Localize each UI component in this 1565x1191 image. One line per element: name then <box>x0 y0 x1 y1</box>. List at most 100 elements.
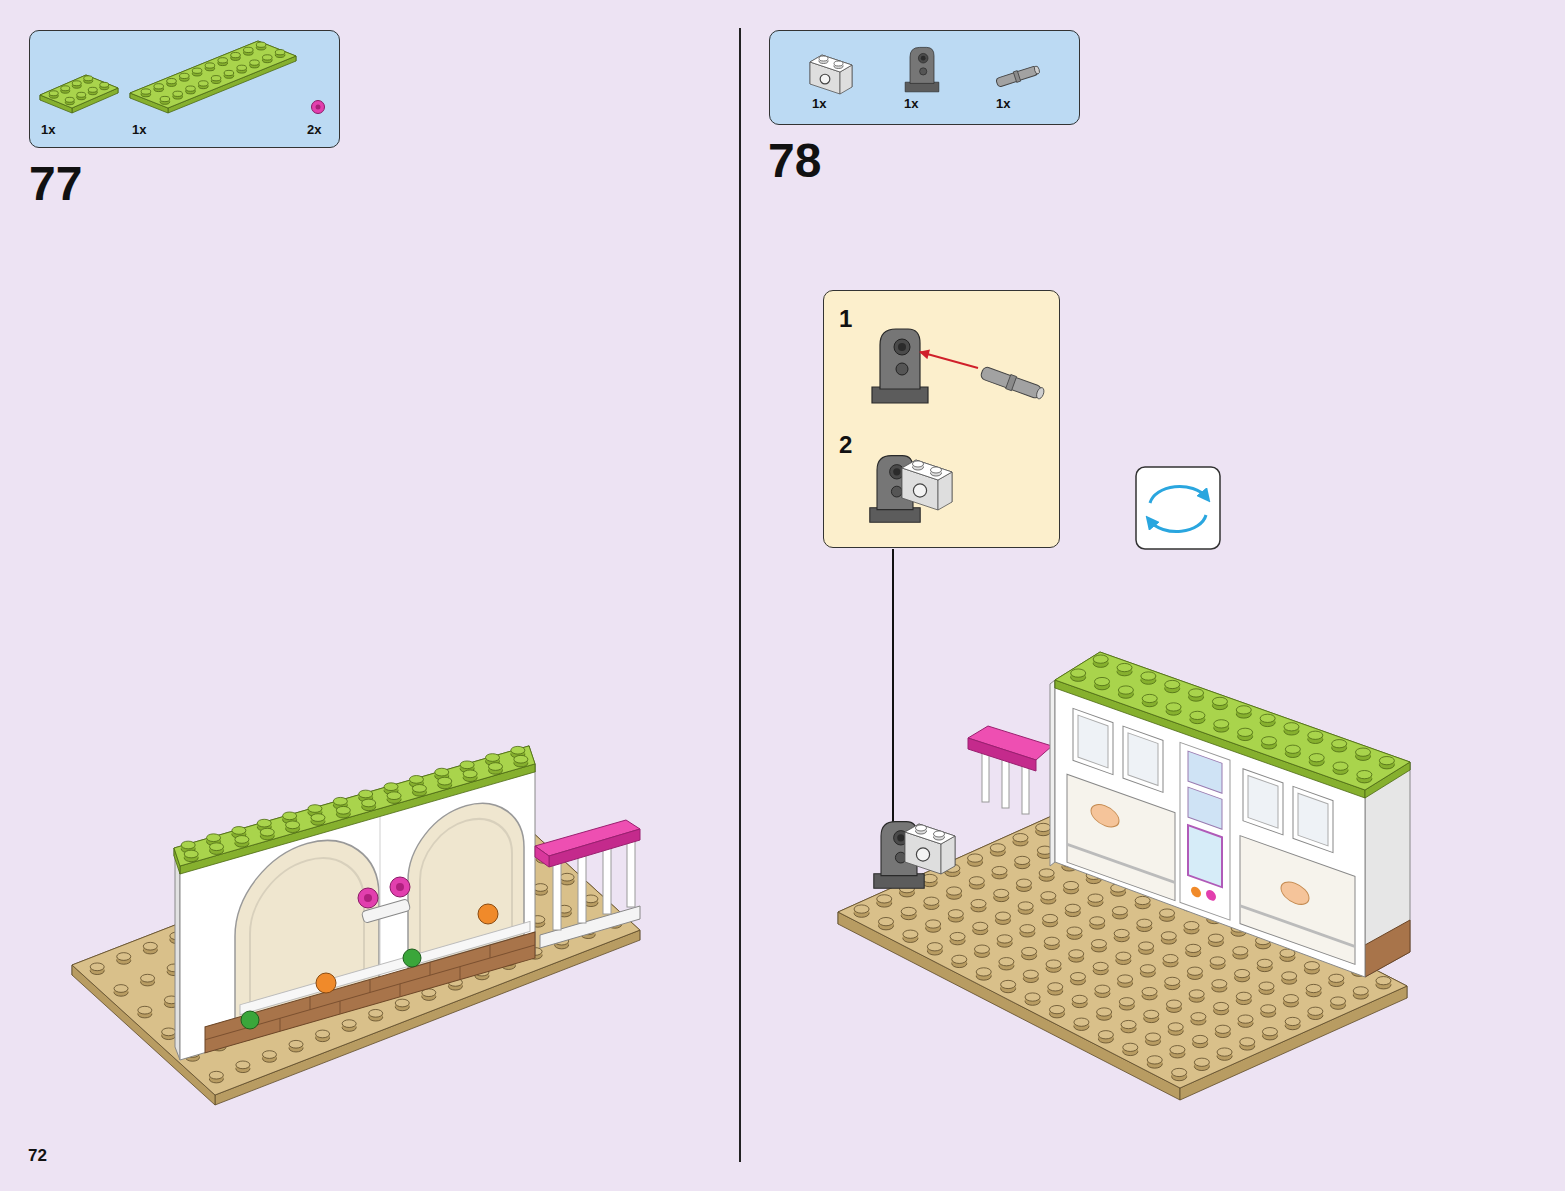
stud <box>1280 949 1295 961</box>
drawing-part <box>308 805 322 813</box>
drawing-part <box>992 867 1007 875</box>
stud <box>1046 960 1061 972</box>
stud <box>1039 869 1054 881</box>
drawing-part <box>1214 1002 1229 1010</box>
drawing-part <box>1168 1023 1183 1031</box>
drawing-part <box>1233 947 1248 955</box>
drawing-part <box>1013 834 1028 842</box>
stud <box>1018 902 1033 914</box>
drawing-part <box>1044 937 1059 945</box>
top-plate-78 <box>1055 652 1410 798</box>
drawing-part <box>924 897 939 905</box>
bracket-upright <box>880 329 920 389</box>
stud <box>1141 672 1156 684</box>
flower-piece <box>312 101 325 114</box>
pin-body <box>980 366 1043 399</box>
drawing-part <box>409 776 423 784</box>
stud <box>931 467 942 476</box>
drawing-part <box>1070 973 1085 981</box>
part-quantity: 2x <box>307 123 321 137</box>
lime-plate-2x10 <box>130 41 296 113</box>
page-divider <box>739 28 741 1162</box>
drawing-part <box>1240 836 1355 965</box>
drawing-part <box>209 1071 223 1079</box>
stud <box>184 850 198 862</box>
stud <box>1166 1000 1181 1012</box>
stud <box>117 953 131 965</box>
axle-hole <box>921 56 926 61</box>
drawing-part <box>263 55 273 60</box>
drawing-part <box>141 974 155 982</box>
stud <box>1208 934 1223 946</box>
stud <box>1023 970 1038 982</box>
drawing-part <box>1298 793 1328 846</box>
stud <box>1118 686 1133 698</box>
stud <box>934 831 945 840</box>
drawing-part <box>1020 925 1035 933</box>
stud <box>1048 983 1063 995</box>
drawing-part <box>1067 844 1175 882</box>
drawing-part <box>1235 969 1250 977</box>
drawing-part <box>232 827 246 835</box>
stud <box>1165 977 1180 989</box>
stud <box>927 943 942 955</box>
drawing-part <box>1309 754 1324 762</box>
drawing-part <box>1217 1048 1232 1056</box>
drawing-part <box>1139 942 1154 950</box>
drawing-part <box>237 65 247 70</box>
drawing-part <box>1285 745 1300 753</box>
stud <box>1356 748 1371 760</box>
part-quantity: 1x <box>41 123 55 137</box>
drawing-part <box>205 63 215 68</box>
step-number: 78 <box>768 137 821 185</box>
stud <box>369 1009 383 1021</box>
plate-top <box>40 75 118 108</box>
plate-side <box>180 764 535 874</box>
drawing-part <box>1071 669 1086 677</box>
drawing-part <box>1001 980 1016 988</box>
drawing-part <box>399 984 400 997</box>
drawing-part <box>553 862 561 930</box>
stud <box>950 932 965 944</box>
drawing-part <box>1118 975 1133 983</box>
stud <box>1285 745 1300 757</box>
stud <box>231 52 241 60</box>
plate-top <box>174 746 535 866</box>
stud <box>1233 947 1248 959</box>
drawing-part <box>1240 1038 1255 1046</box>
axle-hole <box>920 68 927 75</box>
drawing-part <box>1093 655 1108 663</box>
stud <box>1309 754 1324 766</box>
drawing-part <box>1121 1020 1136 1028</box>
drawing-part <box>218 58 228 63</box>
stud <box>1190 711 1205 723</box>
drawing-part <box>250 60 260 65</box>
stud <box>1022 947 1037 959</box>
stud <box>1093 962 1108 974</box>
drawing-part <box>1248 775 1278 828</box>
stud <box>1191 1013 1206 1025</box>
stud <box>1332 740 1347 752</box>
white-brick <box>810 55 852 94</box>
drawing-part <box>952 955 967 963</box>
stud <box>1285 1017 1300 1029</box>
drawing-part <box>1116 952 1131 960</box>
brick-hole <box>820 74 830 84</box>
drawing-part <box>387 792 401 800</box>
stud <box>138 1006 152 1018</box>
drawing-part <box>256 42 266 47</box>
drawing-part <box>463 770 477 778</box>
sub-step-callout: 12 <box>823 290 1060 548</box>
drawing-part <box>1236 706 1251 714</box>
drawing-part <box>974 945 989 953</box>
drawing-part <box>976 968 991 976</box>
drawing-part <box>903 930 918 938</box>
stud <box>311 814 325 826</box>
drawing-part <box>1172 1068 1187 1076</box>
stud <box>1331 997 1346 1009</box>
stud <box>88 87 97 94</box>
drawing-part <box>990 844 1005 852</box>
drawing-part <box>311 814 325 822</box>
